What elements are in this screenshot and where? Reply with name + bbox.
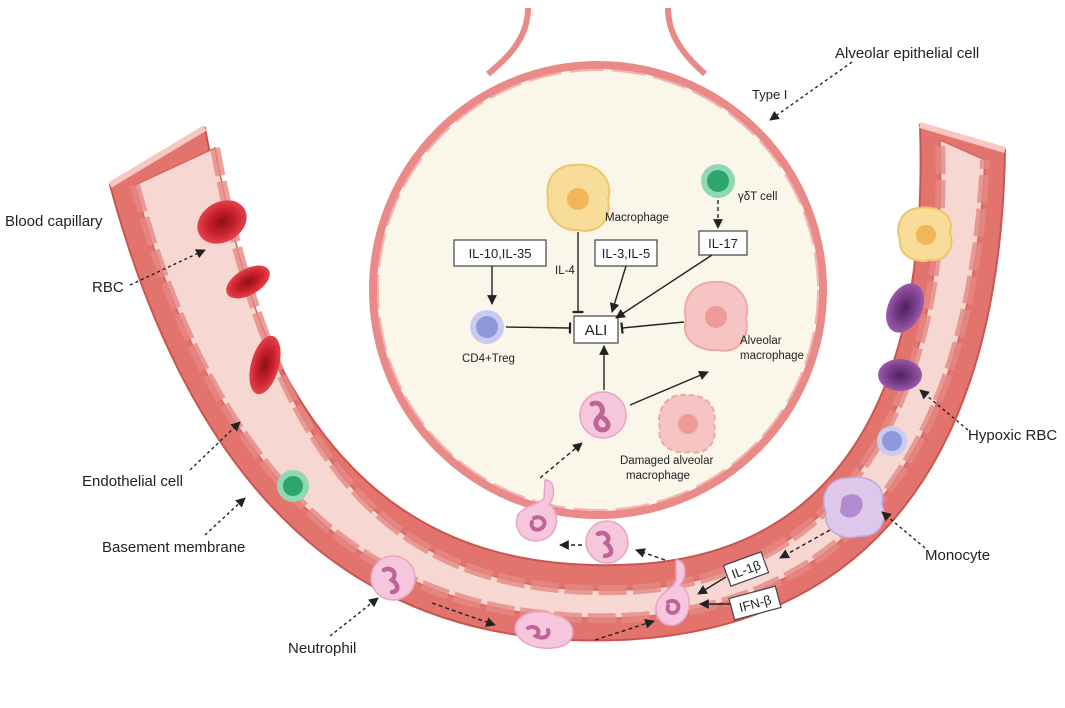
box-label: IL-17 [708,236,738,251]
box-label: IL-3,IL-5 [602,246,650,261]
cd4-treg-cell [470,310,504,344]
rbc-cell [197,200,247,244]
treg-cell-vessel [877,426,907,456]
label-il4: IL-4 [555,265,575,277]
box-il17: IL-17 [698,230,748,256]
connectors [129,61,969,641]
label-monocyte: Monocyte [925,547,990,564]
rbc-cell [226,265,270,299]
arrow-il17-ali [615,254,713,319]
arrow-il3-ali [609,265,627,313]
pointer-neutrophil [329,597,379,637]
damaged-macrophage-cell [658,393,716,454]
arrow-neutrophil-macrophage [629,370,709,406]
label-macrophage: Macrophage [605,212,669,224]
pointer-basement [204,497,246,536]
hypoxic-rbc-cell [878,359,922,391]
label-type-i: Type I [752,87,787,102]
label-basement-membrane: Basement membrane [102,539,245,556]
label-alveolar-macrophage-line2: macrophage [740,350,804,362]
neutrophil-transmigrating-right [655,559,690,627]
box-label: IL-10,IL-35 [469,246,532,261]
pointer-hypoxic [919,389,969,431]
label-damaged-macrophage-line2: macrophage [626,470,690,482]
alveolus-neck-right [665,7,708,77]
box-label: ALI [585,322,608,339]
labels: Alveolar epithelial cell Type I Blood ca… [5,45,1057,657]
dashed-monocyte [779,529,831,559]
neutrophil-vessel-mid [585,520,629,564]
gd-t-cell [701,164,735,198]
box-il10-il35: IL-10,IL-35 [453,239,547,267]
dashed-flow-2 [594,619,655,641]
label-gd-t-cell: γδT cell [738,191,777,203]
label-alveolar-macrophage-line1: Alveolar [740,335,782,347]
label-endothelial-cell: Endothelial cell [82,473,183,490]
label-cd4-treg: CD4+Treg [462,353,515,365]
label-neutrophil: Neutrophil [288,640,356,657]
dashed-neutrophil-up [539,442,583,479]
pointer-epithelial [769,61,853,121]
inhibit-alveolar-ali [620,321,685,334]
dashed-right-mid [635,548,666,561]
alveolus-wall-inner [377,69,819,511]
hypoxic-rbc-group [878,283,924,391]
alveolar-macrophage-cell [683,280,749,352]
hypoxic-rbc-cell [886,283,924,333]
neutrophil-transmigrating [515,479,558,542]
vessel-cut-left [108,125,207,188]
neutrophil-vessel-left [370,555,416,601]
label-alveolar-epithelial-cell: Alveolar epithelial cell [835,45,979,62]
label-blood-capillary: Blood capillary [5,213,103,230]
inhibit-treg-ali [505,322,572,334]
label-damaged-macrophage-line1: Damaged alveolar [620,455,714,467]
neutrophil-alveolus [579,391,627,439]
macrophage-vessel [897,206,953,262]
monocyte-cell [822,476,885,539]
arrow-il1b [697,576,727,595]
box-ali: ALI [573,315,619,344]
label-hypoxic-rbc: Hypoxic RBC [968,427,1057,444]
box-il3-il5: IL-3,IL-5 [594,239,658,267]
gdt-cell-vessel [277,470,309,502]
rbc-cell [249,335,281,395]
macrophage-cell [546,163,611,232]
box-ifnb: IFN-β [728,585,782,621]
alveolus-wall [369,61,827,519]
pointer-rbc [129,249,206,286]
rbc-group [197,200,281,395]
vessel-cut-right [919,122,1006,153]
alveolus-neck-left [486,7,531,77]
neutrophil-rolling [514,611,574,649]
label-rbc: RBC [92,279,124,296]
